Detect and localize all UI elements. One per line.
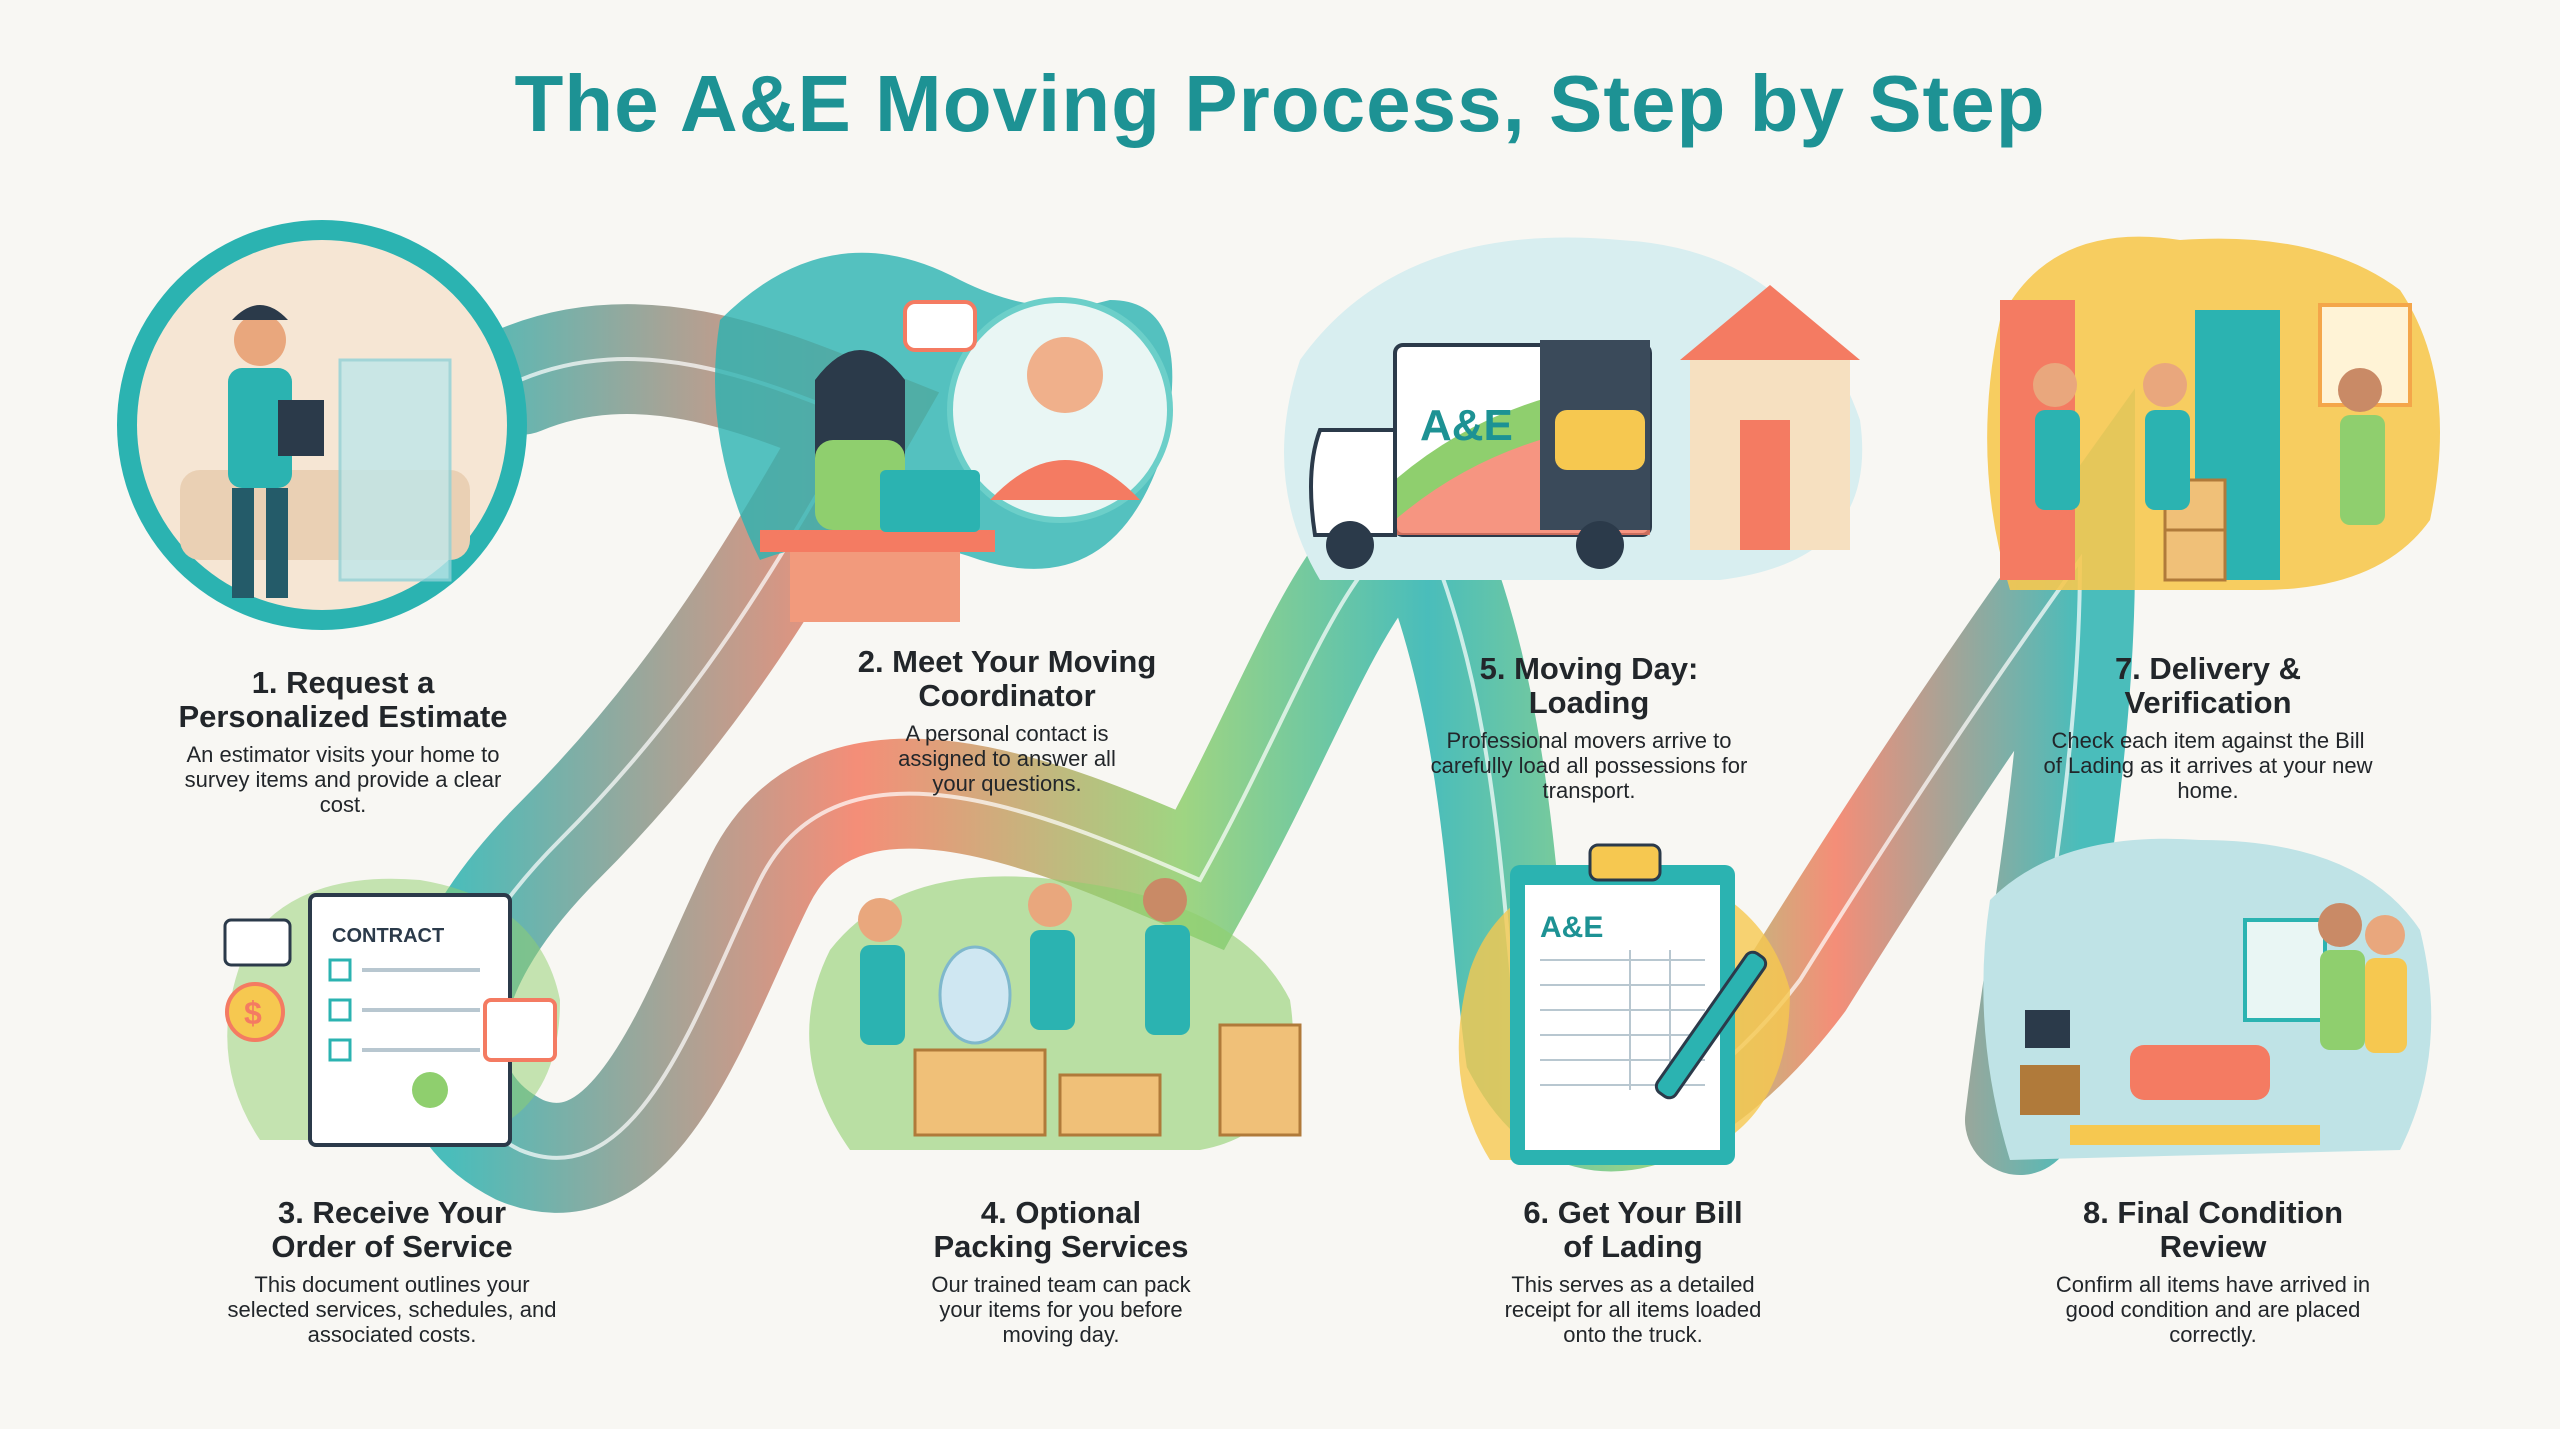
packing-illustration	[809, 876, 1302, 1150]
truck-illustration: A&E	[1284, 237, 1863, 580]
step-heading: 6. Get Your Bill of Lading	[1523, 1195, 1743, 1264]
step-description: Confirm all items have arrived in good c…	[2055, 1272, 2371, 1347]
step-heading: 2. Meet Your Moving Coordinator	[857, 644, 1157, 713]
step-description: This serves as a detailed receipt for al…	[1504, 1272, 1762, 1347]
truck-logo: A&E	[1420, 401, 1513, 450]
estimator-illustration	[117, 220, 527, 630]
step-heading: 3. Receive Your Order of Service	[271, 1195, 513, 1264]
dollar-icon: $	[244, 995, 262, 1031]
step-7: 7. Delivery & Verification Check each it…	[1978, 651, 2438, 804]
step-description: Our trained team can pack your items for…	[931, 1272, 1191, 1347]
page-title: The A&E Moving Process, Step by Step	[514, 59, 2046, 148]
step-heading: 4. Optional Packing Services	[933, 1195, 1189, 1264]
step-description: Check each item against the Bill of Ladi…	[2043, 728, 2373, 803]
step-description: An estimator visits your home to survey …	[184, 742, 502, 817]
step-3: 3. Receive Your Order of Service This do…	[162, 1195, 622, 1348]
contract-label: CONTRACT	[332, 925, 444, 947]
step-2: 2. Meet Your Moving Coordinator A person…	[777, 644, 1237, 797]
delivery-illustration	[1987, 236, 2440, 590]
contract-illustration: CONTRACT $	[223, 878, 560, 1147]
step-heading: 7. Delivery & Verification	[2114, 651, 2302, 720]
step-heading: 1. Request a Personalized Estimate	[178, 665, 508, 734]
step-heading: 8. Final Condition Review	[2082, 1195, 2344, 1264]
step-8: 8. Final Condition Review Confirm all it…	[1983, 1195, 2443, 1348]
step-1: 1. Request a Personalized Estimate An es…	[113, 665, 573, 818]
step-4: 4. Optional Packing Services Our trained…	[831, 1195, 1291, 1348]
step-5: 5. Moving Day: Loading Professional move…	[1359, 651, 1819, 804]
bill-of-lading-illustration: A&E	[1458, 843, 1790, 1165]
coordinator-illustration	[715, 252, 1173, 622]
final-room-illustration	[1983, 838, 2432, 1160]
clipboard-logo: A&E	[1540, 911, 1603, 944]
step-6: 6. Get Your Bill of Lading This serves a…	[1403, 1195, 1863, 1348]
step-description: This document outlines your selected ser…	[227, 1272, 557, 1347]
step-heading: 5. Moving Day: Loading	[1479, 651, 1699, 720]
step-description: A personal contact is assigned to answer…	[898, 721, 1116, 796]
step-description: Professional movers arrive to carefully …	[1430, 728, 1748, 803]
